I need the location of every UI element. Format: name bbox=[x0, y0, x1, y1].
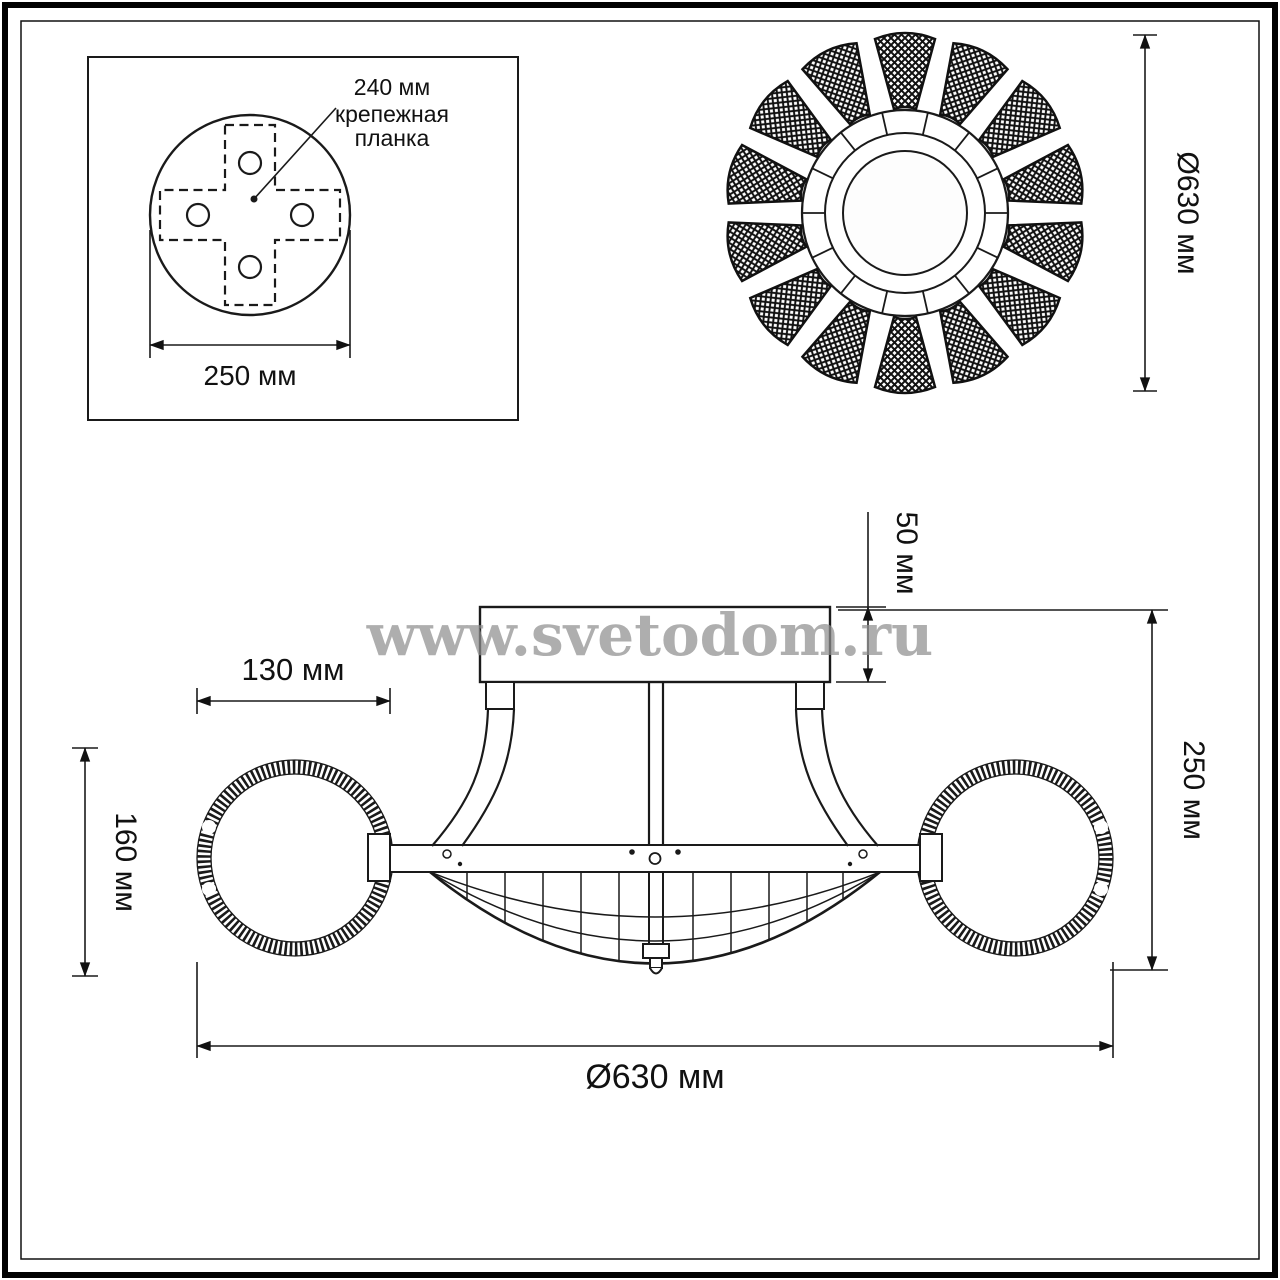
top-view: Ø630 мм bbox=[721, 31, 1204, 395]
dimension-top-view-diameter bbox=[1133, 34, 1157, 392]
bracket-offset-label: 240 мм bbox=[354, 74, 430, 100]
arm-socket-right bbox=[795, 681, 825, 710]
cross-bar bbox=[367, 833, 943, 882]
dimension-shade-height bbox=[72, 747, 98, 977]
left-arm bbox=[431, 708, 490, 847]
dimension-total-height bbox=[838, 609, 1168, 971]
top-view-diameter-label: Ø630 мм bbox=[1171, 152, 1204, 275]
shade-height-label: 160 мм bbox=[109, 812, 142, 912]
arm-offset-label: 130 мм bbox=[242, 652, 345, 687]
plate-width-label: 250 мм bbox=[204, 360, 297, 391]
arm-socket-left bbox=[485, 681, 515, 710]
side-view: 130 мм 50 мм 160 мм 250 мм Ø6 bbox=[72, 512, 1210, 1096]
top-view-spokes bbox=[802, 112, 1008, 314]
canopy-height-label: 50 мм bbox=[890, 512, 923, 595]
leader-line bbox=[253, 107, 337, 200]
dimension-canopy-height bbox=[836, 512, 886, 683]
mount-hole-right bbox=[289, 202, 315, 228]
mount-hole-left bbox=[185, 202, 211, 228]
canopy bbox=[478, 605, 832, 684]
dimension-plate-width bbox=[149, 230, 351, 358]
mounting-plate-detail: 240 мм крепежная планка 250 мм bbox=[87, 56, 519, 421]
bar-center-hole bbox=[648, 852, 662, 865]
bar-right-cap bbox=[919, 833, 943, 882]
bracket-label-line2: планка bbox=[355, 125, 430, 151]
side-diameter-label: Ø630 мм bbox=[585, 1058, 724, 1096]
total-height-label: 250 мм bbox=[1177, 740, 1210, 840]
bowl bbox=[429, 870, 881, 965]
bracket-label-line1: крепежная bbox=[335, 101, 449, 127]
bar-left-cap bbox=[367, 833, 391, 882]
dimension-arm-offset bbox=[196, 688, 391, 714]
right-ring bbox=[916, 759, 1114, 957]
plate-circle bbox=[148, 113, 352, 317]
canopy-assembly bbox=[431, 605, 879, 847]
dimension-side-diameter bbox=[196, 962, 1114, 1058]
right-arm bbox=[820, 708, 879, 847]
left-ring bbox=[196, 759, 394, 957]
mount-hole-top bbox=[237, 150, 263, 176]
watermark: www.svetodom.ru bbox=[366, 601, 933, 669]
finial bbox=[642, 872, 670, 975]
mount-hole-bottom bbox=[237, 254, 263, 280]
top-view-inner-circle bbox=[842, 150, 968, 276]
